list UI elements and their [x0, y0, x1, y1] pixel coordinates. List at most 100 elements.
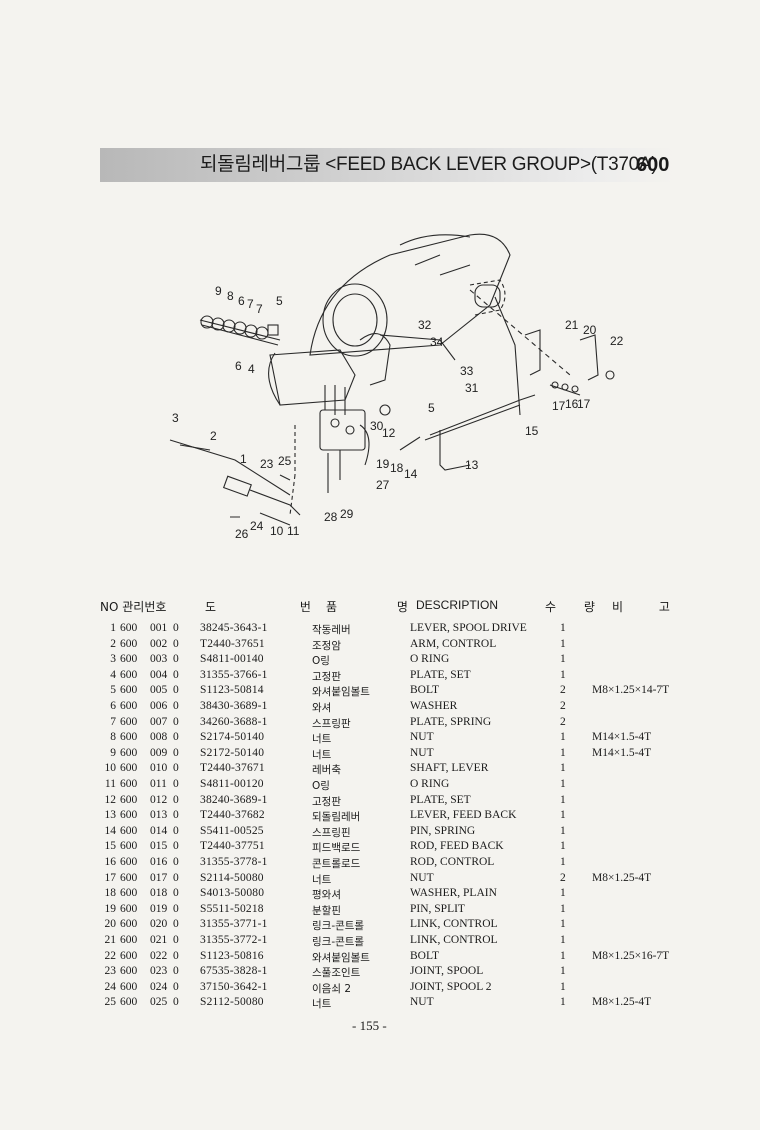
cell-grp: 600 [120, 934, 138, 946]
callout-26: 26 [235, 527, 249, 541]
cell-grp: 600 [120, 902, 138, 915]
callout-30: 30 [370, 419, 384, 433]
cell-seq: 0 [173, 746, 179, 759]
column-header-no: NO 관리번호 [100, 600, 167, 614]
callout-16: 16 [565, 397, 579, 411]
cell-part: S1123-50816 [200, 949, 264, 962]
cell-grp: 600 [120, 980, 138, 993]
cell-seq: 0 [173, 762, 179, 775]
cell-no: 15 [104, 840, 117, 853]
cell-desc: PIN, SPRING [410, 824, 476, 837]
cell-name: 이음쇠 2 [312, 982, 351, 995]
cell-no: 16 [104, 856, 117, 868]
cell-sub: 018 [150, 887, 168, 900]
cell-grp: 600 [120, 996, 138, 1009]
cell-sub: 017 [150, 871, 168, 884]
cell-grp: 600 [120, 856, 138, 868]
cell-grp: 600 [120, 809, 138, 822]
column-header-part-no: 도 번 [205, 600, 351, 614]
cell-name: 스프링판 [312, 717, 351, 730]
callout-20: 20 [583, 323, 597, 337]
column-header-description: DESCRIPTION [416, 598, 499, 612]
cell-no: 19 [104, 902, 117, 915]
cell-desc: WASHER, PLAIN [410, 887, 497, 900]
cell-seq: 0 [173, 778, 179, 790]
cell-part: 31355-3771-1 [200, 918, 268, 931]
cell-qty: 1 [560, 731, 566, 744]
cell-seq: 0 [173, 949, 179, 962]
cell-desc: PLATE, SET [410, 668, 471, 681]
cell-desc: WASHER [410, 700, 458, 712]
callout-27: 27 [376, 478, 390, 492]
cell-grp: 600 [120, 731, 138, 744]
callout-33: 33 [460, 364, 474, 378]
callout-6b: 6 [235, 359, 242, 373]
cell-seq: 0 [173, 902, 179, 915]
cell-sub: 002 [150, 637, 168, 650]
callout-12: 12 [382, 426, 396, 440]
cell-sub: 014 [150, 824, 168, 837]
cell-qty: 1 [560, 902, 566, 915]
cell-no: 21 [104, 934, 117, 946]
cell-no: 14 [104, 824, 117, 837]
callout-14: 14 [404, 467, 418, 481]
cell-grp: 600 [120, 840, 138, 853]
cell-no: 25 [104, 996, 117, 1009]
callout-11: 11 [287, 524, 300, 538]
cell-seq: 0 [173, 824, 179, 837]
cell-part: T2440-37682 [200, 809, 265, 822]
cell-seq: 0 [173, 887, 179, 900]
cell-grp: 600 [120, 622, 138, 634]
cell-seq: 0 [173, 731, 179, 744]
cell-part: S2174-50140 [200, 731, 265, 744]
cell-sub: 021 [150, 934, 168, 946]
cell-desc: LEVER, SPOOL DRIVE [410, 622, 527, 634]
cell-sub: 012 [150, 793, 168, 806]
cell-sub: 019 [150, 902, 168, 915]
cell-qty: 1 [560, 778, 566, 790]
cell-desc: ARM, CONTROL [410, 637, 497, 650]
cell-part: S2112-50080 [200, 996, 264, 1009]
cell-name: O링 [312, 655, 330, 668]
cell-seq: 0 [173, 684, 179, 697]
cell-grp: 600 [120, 715, 138, 728]
cell-part: 38245-3643-1 [200, 622, 268, 634]
cell-qty: 2 [560, 871, 566, 884]
cell-grp: 600 [120, 918, 138, 931]
cell-name: 와셔붙임볼트 [312, 686, 370, 699]
callout-34: 34 [430, 335, 444, 349]
cell-qty: 1 [560, 934, 566, 946]
callout-13: 13 [465, 458, 479, 472]
page-title: 되돌림레버그룹 <FEED BACK LEVER GROUP>(T370A) [200, 154, 658, 175]
cell-part: T2440-37751 [200, 840, 265, 853]
cell-name: 너트 [312, 998, 332, 1011]
cell-seq: 0 [173, 653, 179, 666]
cell-qty: 1 [560, 918, 566, 931]
cell-name: 작동레버 [312, 624, 351, 636]
cell-qty: 2 [560, 700, 566, 712]
cell-grp: 600 [120, 653, 138, 666]
cell-name: 고정판 [312, 670, 341, 683]
cell-sub: 007 [150, 715, 168, 728]
cell-no: 11 [104, 778, 116, 790]
cell-grp: 600 [120, 684, 138, 697]
cell-part: S2172-50140 [200, 746, 265, 759]
cell-desc: BOLT [410, 949, 439, 962]
callout-28: 28 [324, 510, 338, 524]
cell-no: 12 [104, 793, 117, 806]
cell-sub: 008 [150, 731, 168, 744]
callout-32: 32 [418, 318, 432, 332]
cell-part: S5511-50218 [200, 902, 264, 915]
cell-name: 레버축 [312, 764, 341, 777]
cell-name: 조정암 [312, 639, 341, 652]
cell-desc: O RING [410, 653, 450, 666]
cell-name: 피드백로드 [312, 842, 361, 855]
